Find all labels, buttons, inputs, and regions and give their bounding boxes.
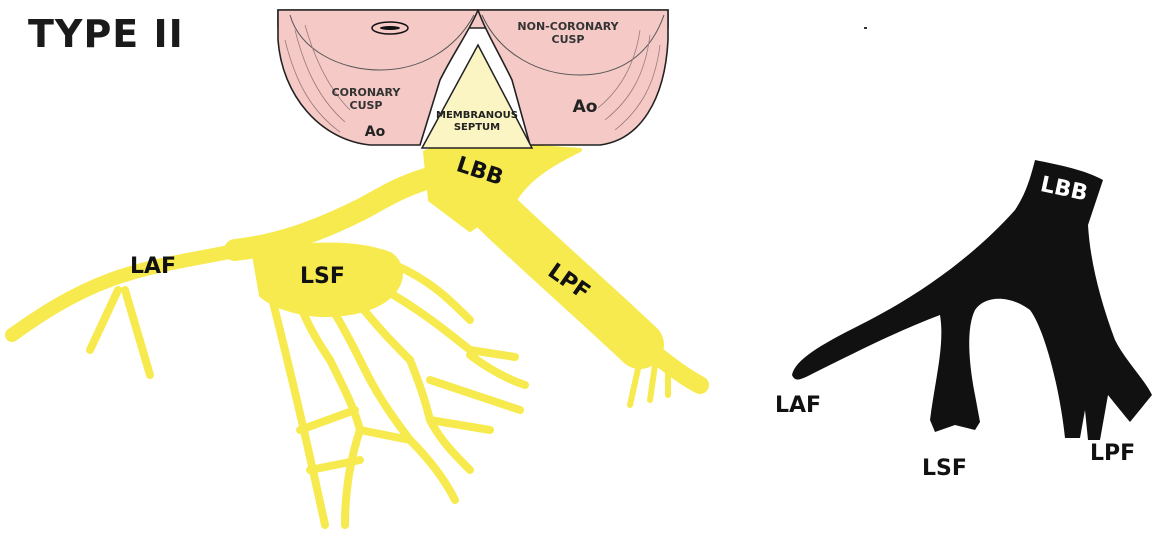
lbb-to-laf — [235, 175, 440, 250]
label-lsf-silhouette: LSF — [922, 456, 967, 481]
label-lsf-yellow: LSF — [300, 264, 345, 289]
coronary-cusp-label-line1: CORONARY — [332, 86, 402, 99]
laf-branch-1 — [90, 290, 118, 350]
label-lpf-silhouette: LPF — [1090, 441, 1135, 466]
diagram-title: TYPE II — [28, 12, 184, 56]
black-silhouette — [792, 160, 1152, 440]
coronary-cusp-ao-label: Ao — [365, 124, 386, 140]
lpf-fascicle — [455, 170, 640, 345]
non-coronary-cusp-label-line1: NON-CORONARY — [517, 20, 619, 33]
laf-branch-2 — [125, 290, 150, 375]
lpf-twig-2 — [650, 365, 655, 400]
septum-label-line2: SEPTUM — [454, 122, 500, 133]
stray-mark — [864, 27, 867, 29]
silhouette-shape — [792, 160, 1152, 440]
septum-label-line1: MEMBRANOUS — [436, 110, 518, 121]
non-coronary-cusp-label-line2: CUSP — [552, 33, 585, 46]
yellow-conduction-system — [12, 145, 705, 525]
label-laf-silhouette: LAF — [775, 393, 821, 418]
label-laf-yellow: LAF — [130, 254, 176, 279]
non-coronary-cusp-ao-label: Ao — [573, 97, 598, 117]
coronary-ostium-inner — [380, 26, 400, 30]
coronary-cusp-label-line2: CUSP — [350, 99, 383, 112]
